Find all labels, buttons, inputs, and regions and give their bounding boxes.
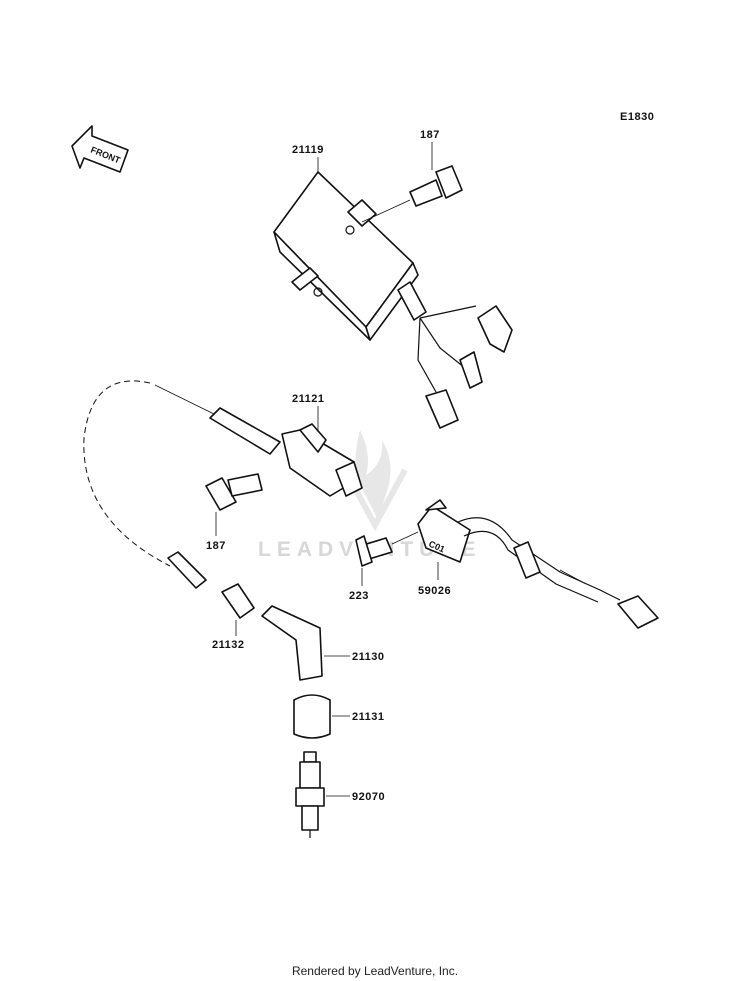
diagram-code: E1830 [620, 111, 654, 123]
callout-bolt-upper: 187 [420, 129, 440, 170]
callout-label: 223 [349, 590, 369, 602]
spark-plug [295, 751, 350, 838]
callout-label: 21132 [212, 639, 244, 651]
plug-cap [261, 605, 350, 681]
bolt-upper [361, 165, 463, 223]
front-arrow-icon: FRONT [71, 125, 129, 173]
callout-label: 187 [420, 129, 440, 141]
pulser-coil: C01 [417, 499, 659, 629]
bolt-lower [205, 473, 263, 511]
plug-cap-seal [293, 694, 350, 739]
footer-credit: Rendered by LeadVenture, Inc. [292, 964, 458, 978]
callout-plug-cap-seal: 21131 [352, 711, 384, 723]
callout-pulser-coil: 59026 [418, 562, 451, 597]
callout-ignition-coil: 21121 [292, 393, 324, 432]
callout-sleeve: 21132 [212, 620, 244, 651]
callout-spark-plug: 92070 [352, 791, 385, 803]
sleeve [221, 583, 255, 619]
ht-lead [83, 380, 207, 589]
ignition-coil [154, 384, 363, 497]
callout-plug-cap: 21130 [352, 651, 384, 663]
callout-cdi-unit: 21119 [292, 144, 324, 172]
callout-label: 21121 [292, 393, 324, 405]
callout-label: 59026 [418, 585, 451, 597]
callout-bolt-lower: 187 [206, 512, 226, 552]
pulser-screw [355, 531, 419, 567]
callout-label: 187 [206, 540, 226, 552]
callout-label: 21119 [292, 144, 324, 156]
callout-pulser-screw: 223 [349, 568, 369, 602]
cdi-unit [273, 171, 513, 429]
